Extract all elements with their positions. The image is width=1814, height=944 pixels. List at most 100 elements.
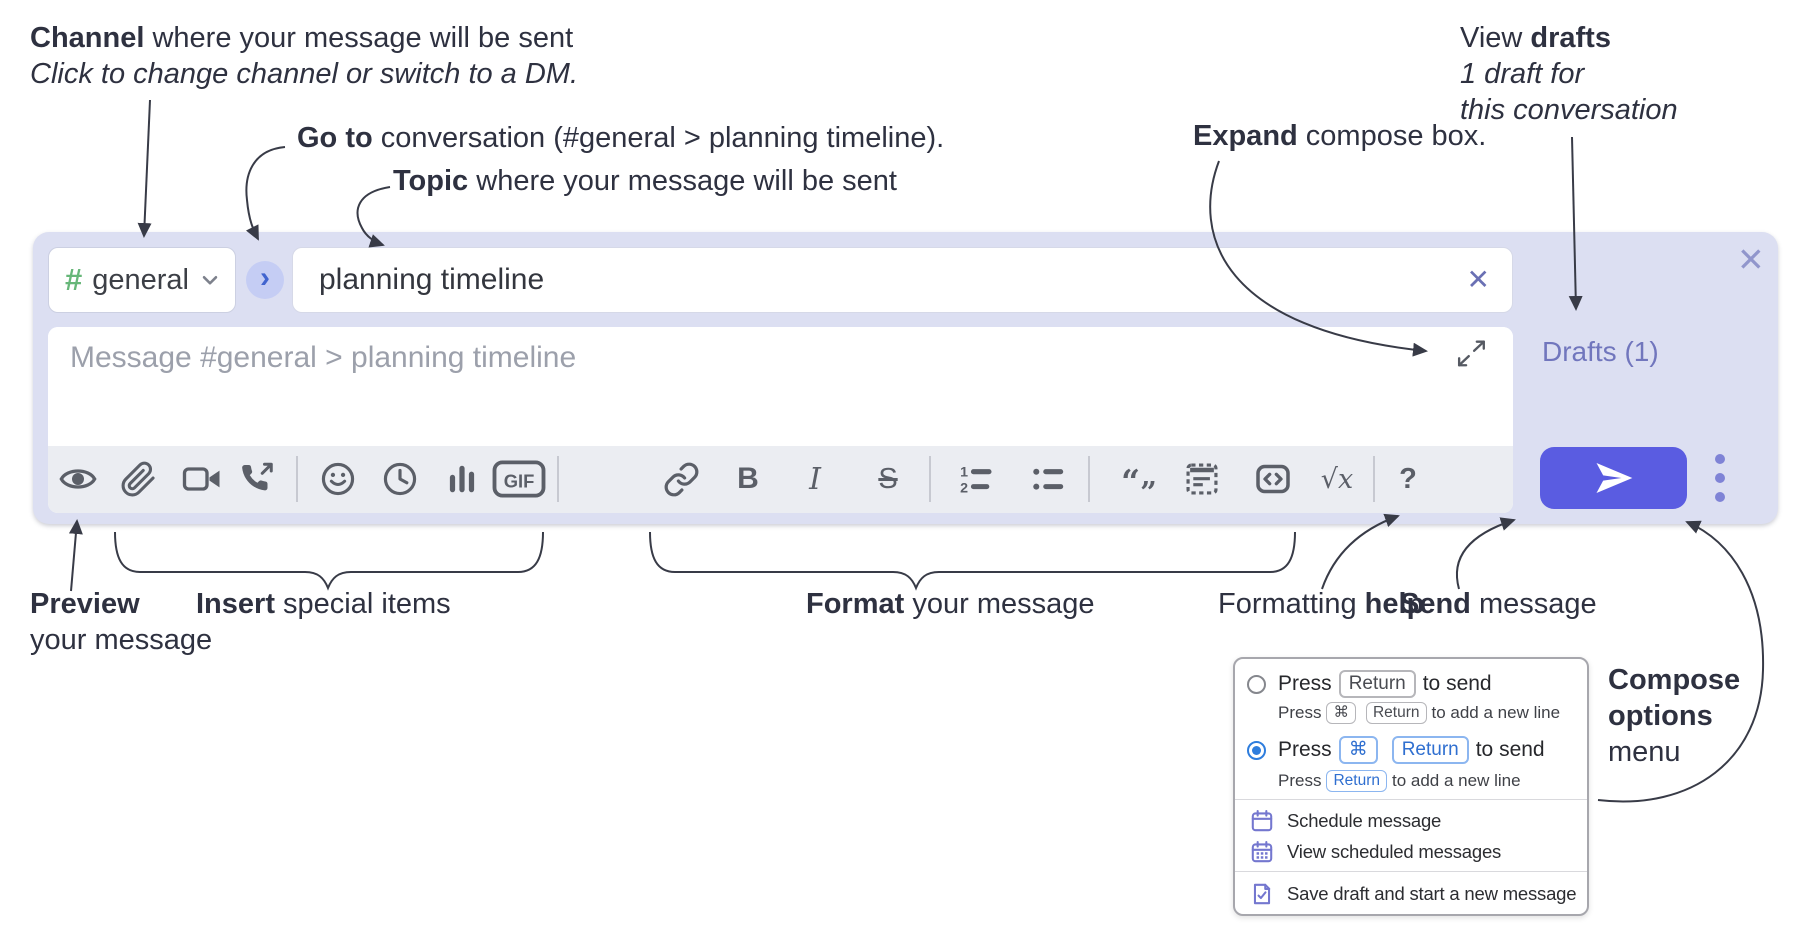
strikethrough-icon: S xyxy=(878,462,898,495)
svg-text:1: 1 xyxy=(960,465,968,481)
calendar-icon xyxy=(1249,808,1275,834)
strikethrough-button[interactable]: S xyxy=(866,454,910,504)
go-to-conversation-button[interactable]: › xyxy=(246,261,284,299)
question-mark-icon: ? xyxy=(1399,462,1417,495)
toolbar-divider xyxy=(1088,456,1090,502)
clock-icon xyxy=(383,462,417,496)
paper-plane-icon xyxy=(1596,463,1632,493)
enter-sends-option[interactable]: Press Return to send xyxy=(1247,668,1579,700)
radio-selected-icon[interactable] xyxy=(1247,740,1266,760)
add-poll-button[interactable] xyxy=(440,454,484,504)
code-button[interactable] xyxy=(1251,454,1295,504)
option-text: to send xyxy=(1475,738,1545,761)
return-key-chip: Return xyxy=(1365,702,1427,724)
bold-button[interactable]: B xyxy=(726,454,770,504)
italic-button[interactable]: I xyxy=(793,454,837,504)
bulleted-list-button[interactable] xyxy=(1026,454,1070,504)
clear-topic-button[interactable]: ✕ xyxy=(1466,264,1490,295)
bulleted-list-icon xyxy=(1033,468,1064,490)
insert-annotation-rest: special items xyxy=(274,588,451,620)
brace-insert xyxy=(114,531,544,591)
cmd-enter-sends-option[interactable]: Press ⌘ Return to send xyxy=(1247,733,1579,767)
send-annotation-bold: Send xyxy=(1400,588,1471,620)
video-camera-icon xyxy=(182,467,220,491)
compose-options-button[interactable] xyxy=(1712,454,1728,502)
ellipsis-dot xyxy=(1715,473,1725,483)
return-key-chip: Return xyxy=(1391,736,1469,764)
cmd-key-chip: ⌘ xyxy=(1338,736,1378,764)
gif-icon: GIF xyxy=(492,460,546,498)
channel-annotation-subtext: Click to change channel or switch to a D… xyxy=(30,58,579,90)
message-input[interactable]: Message #general > planning timeline xyxy=(48,327,1513,446)
paperclip-icon xyxy=(121,461,155,496)
return-key-chip: Return xyxy=(1338,670,1416,698)
italic-icon: I xyxy=(809,461,821,497)
channel-annotation-rest: where your message will be sent xyxy=(144,22,574,54)
calendar-grid-icon xyxy=(1249,839,1275,865)
attach-file-button[interactable] xyxy=(116,454,160,504)
quote-button[interactable]: “” xyxy=(1115,454,1159,509)
menu-item-label: Save draft and start a new message xyxy=(1287,882,1577,904)
math-button[interactable]: √x xyxy=(1309,454,1365,504)
topic-value: planning timeline xyxy=(319,263,545,296)
expand-annotation-bold: Expand xyxy=(1193,120,1298,152)
topic-annotation-bold: Topic xyxy=(393,165,469,197)
radio-unselected-icon[interactable] xyxy=(1247,674,1266,694)
compose-options-menu: Press Return to send Press ⌘ Return to a… xyxy=(1233,657,1589,916)
message-panel: Message #general > planning timeline xyxy=(48,327,1513,513)
format-annotation: Format your message xyxy=(806,586,1095,622)
channel-selector[interactable]: # general xyxy=(48,247,236,313)
format-annotation-rest: your message xyxy=(904,588,1095,620)
help-annotation-bold: help xyxy=(1364,588,1425,620)
bold-icon: B xyxy=(737,462,759,495)
topic-annotation-rest: where your message will be sent xyxy=(468,165,897,197)
save-draft-item[interactable]: Save draft and start a new message xyxy=(1249,878,1581,909)
message-formatting-help-button[interactable]: ? xyxy=(1386,454,1430,504)
insert-annotation-bold: Insert xyxy=(196,588,275,620)
help-annotation-regular: Formatting xyxy=(1218,588,1365,620)
formatting-help-annotation: Formatting help xyxy=(1218,586,1424,622)
link-button[interactable] xyxy=(659,454,703,504)
svg-text:2: 2 xyxy=(960,480,968,496)
expand-compose-button[interactable] xyxy=(1457,340,1487,373)
add-gif-button[interactable]: GIF xyxy=(490,454,548,504)
drafts-link[interactable]: Drafts (1) xyxy=(1542,336,1659,367)
channel-annotation: Channel where your message will be sent … xyxy=(30,20,578,92)
spoiler-button[interactable] xyxy=(1180,454,1224,504)
compose-options-line1: Compose xyxy=(1608,664,1741,696)
numbered-list-icon: 12 xyxy=(960,465,992,496)
option-text: Press xyxy=(1278,672,1332,695)
spoiler-icon xyxy=(1186,463,1218,495)
preview-button[interactable] xyxy=(56,454,100,504)
bar-chart-icon xyxy=(449,465,475,493)
send-button[interactable] xyxy=(1540,447,1687,509)
chevron-right-icon: › xyxy=(260,261,270,294)
compose-box: # general › planning timeline ✕ ✕ Messag… xyxy=(33,232,1778,524)
add-global-time-button[interactable] xyxy=(378,454,422,504)
start-voice-call-button[interactable] xyxy=(235,454,279,504)
channel-annotation-bold: Channel xyxy=(30,22,145,54)
schedule-message-item[interactable]: Schedule message xyxy=(1249,805,1581,836)
start-video-call-button[interactable] xyxy=(180,454,224,504)
menu-divider xyxy=(1235,871,1587,872)
option-text: Press xyxy=(1278,738,1332,761)
expand-annotation-rest: compose box. xyxy=(1297,120,1487,152)
compose-options-line3: menu xyxy=(1608,736,1681,768)
view-scheduled-messages-item[interactable]: View scheduled messages xyxy=(1249,836,1581,867)
phone-call-icon xyxy=(242,462,273,491)
goto-annotation: Go to conversation (#general > planning … xyxy=(297,120,944,156)
topic-input[interactable]: planning timeline ✕ xyxy=(292,247,1513,313)
drafts-annotation-line3: this conversation xyxy=(1460,94,1678,126)
drafts-annotation: View drafts 1 draft for this conversatio… xyxy=(1460,20,1678,128)
menu-divider xyxy=(1235,799,1587,800)
brace-format xyxy=(649,531,1296,591)
arrow-goto xyxy=(245,146,286,241)
subtext: Press xyxy=(1278,703,1322,722)
close-compose-button[interactable]: ✕ xyxy=(1737,241,1765,278)
compose-options-annotation: Compose options menu xyxy=(1608,662,1740,770)
add-emoji-button[interactable] xyxy=(316,454,360,504)
cmd-key-chip: ⌘ xyxy=(1326,702,1356,724)
